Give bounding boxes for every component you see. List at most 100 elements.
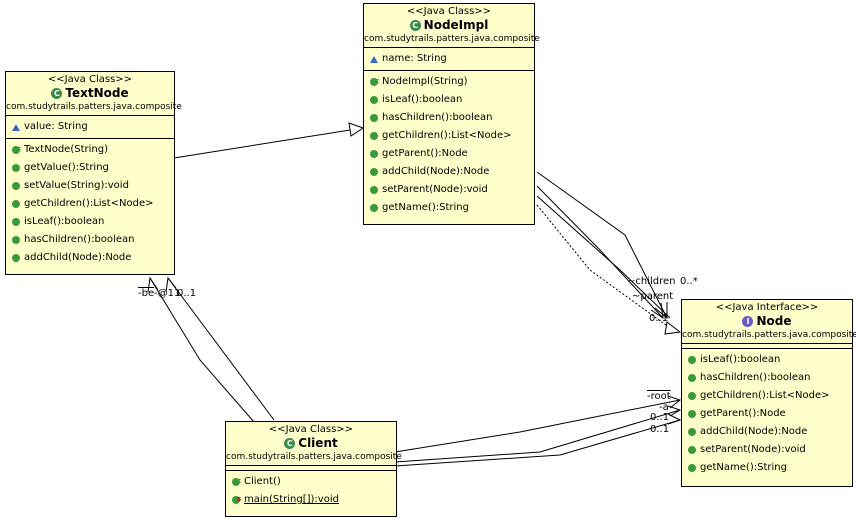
method-row: getParent():Node [682,405,852,423]
package-visibility-icon [12,123,20,131]
package-visibility-icon [370,55,378,63]
class-header: <<Java Class>> C NodeImpl com.studytrail… [364,4,540,48]
attributes-compartment [682,344,852,349]
label-textnode-role-1: -be [138,288,155,299]
method-row: NodeImpl(String) [364,72,534,91]
method-row: setParent(Node):void [364,181,534,199]
public-method-icon [370,96,378,104]
attribute-row: value: String [6,118,174,136]
class-header: <<Java Interface>> I Node com.studytrail… [682,300,856,344]
method-row: isLeaf():boolean [364,91,534,109]
generalization-arrowhead-1 [348,122,365,137]
association-parent [536,185,664,319]
label-client-multiplicity-1: 0..1 [650,412,670,423]
public-method-icon [370,150,378,158]
public-method-icon [370,114,378,122]
method-row: main(String[]):void [226,490,396,509]
realization-arrowhead [664,321,682,335]
interface-icon: I [742,316,754,327]
public-method-icon [688,374,696,382]
public-method-icon [370,132,378,140]
label-parent-multiplicity: 0..1 [649,313,669,324]
constructor-icon [12,140,21,158]
class-client[interactable]: <<Java Class>> C Client com.studytrails.… [225,421,402,517]
label-client-multiplicity-2: 0..1 [650,424,670,435]
method-row: addChild(Node):Node [6,249,174,267]
class-header: <<Java Class>> C TextNode com.studytrail… [6,72,182,116]
method-row: Client() [226,472,396,491]
class-icon: C [51,88,63,99]
method-row: isLeaf():boolean [6,213,174,231]
association-client-textnode-1 [149,277,255,423]
class-title: C Client [226,436,396,451]
realization-nodeimpl-node [536,204,671,329]
class-title: I Node [682,314,852,329]
association-a [394,409,681,463]
stereotype-label: <<Java Class>> [406,6,492,17]
constructor-icon [370,72,379,90]
public-method-icon [370,168,378,176]
package-label: com.studytrails.patters.java.composite [6,102,182,112]
method-row: getName():String [682,459,852,477]
association-root [394,399,681,453]
public-method-icon [12,236,20,244]
public-method-icon [688,428,696,436]
method-row: hasChildren():boolean [682,369,852,387]
label-children-multiplicity: 0..* [680,276,698,287]
label-a: -a [659,402,669,413]
class-name: Client [298,436,338,450]
methods-compartment: TextNode(String) getValue():String setVa… [6,139,174,269]
public-method-icon [688,446,696,454]
method-row: getChildren():List<Node> [682,387,852,405]
method-row: TextNode(String) [6,140,174,159]
public-method-icon [12,164,20,172]
attribute-row: name: String [364,50,534,68]
public-method-icon [370,204,378,212]
method-row: isLeaf():boolean [682,351,852,369]
class-title: C NodeImpl [364,18,534,33]
method-row: getValue():String [6,159,174,177]
class-nodeimpl[interactable]: <<Java Class>> C NodeImpl com.studytrail… [363,3,540,225]
package-label: com.studytrails.patters.java.composite [364,34,540,44]
class-name: TextNode [65,86,129,100]
public-method-icon [688,464,696,472]
methods-compartment: NodeImpl(String) isLeaf():boolean hasChi… [364,71,534,219]
method-row: getChildren():List<Node> [6,195,174,213]
label-textnode-multiplicity: 0..1 [177,288,197,299]
package-label: com.studytrails.patters.java.composite [226,452,402,462]
methods-compartment: isLeaf():boolean hasChildren():boolean g… [682,349,852,479]
static-method-icon [232,490,241,508]
class-icon: C [284,438,296,449]
method-row: getName():String [364,199,534,217]
method-row: setValue(String):void [6,177,174,195]
class-header: <<Java Class>> C Client com.studytrails.… [226,422,402,466]
method-row: getChildren():List<Node> [364,127,534,145]
stereotype-label: <<Java Class>> [268,424,354,435]
method-row: addChild(Node):Node [682,423,852,441]
constructor-icon [232,472,241,490]
method-row: hasChildren():boolean [364,109,534,127]
method-row: hasChildren():boolean [6,231,174,249]
public-method-icon [12,200,20,208]
public-method-icon [370,186,378,194]
class-name: NodeImpl [423,18,489,32]
public-method-icon [12,254,20,262]
association-client-textnode-2 [167,277,275,421]
label-parent: ~parent [632,291,674,302]
package-label: com.studytrails.patters.java.composite [682,330,856,340]
attributes-compartment: name: String [364,48,534,71]
public-method-icon [12,218,20,226]
public-method-icon [688,356,696,364]
class-icon: C [409,20,421,31]
label-textnode-role-2: -@11 [154,288,181,299]
interface-node[interactable]: <<Java Interface>> I Node com.studytrail… [681,299,856,487]
public-method-icon [688,410,696,418]
attributes-compartment [226,466,396,471]
methods-compartment: Client() main(String[]):void [226,471,396,511]
class-name: Node [756,314,792,328]
class-textnode[interactable]: <<Java Class>> C TextNode com.studytrail… [5,71,182,275]
label-root: -root [647,391,671,402]
attributes-compartment: value: String [6,116,174,139]
method-row: getParent():Node [364,145,534,163]
